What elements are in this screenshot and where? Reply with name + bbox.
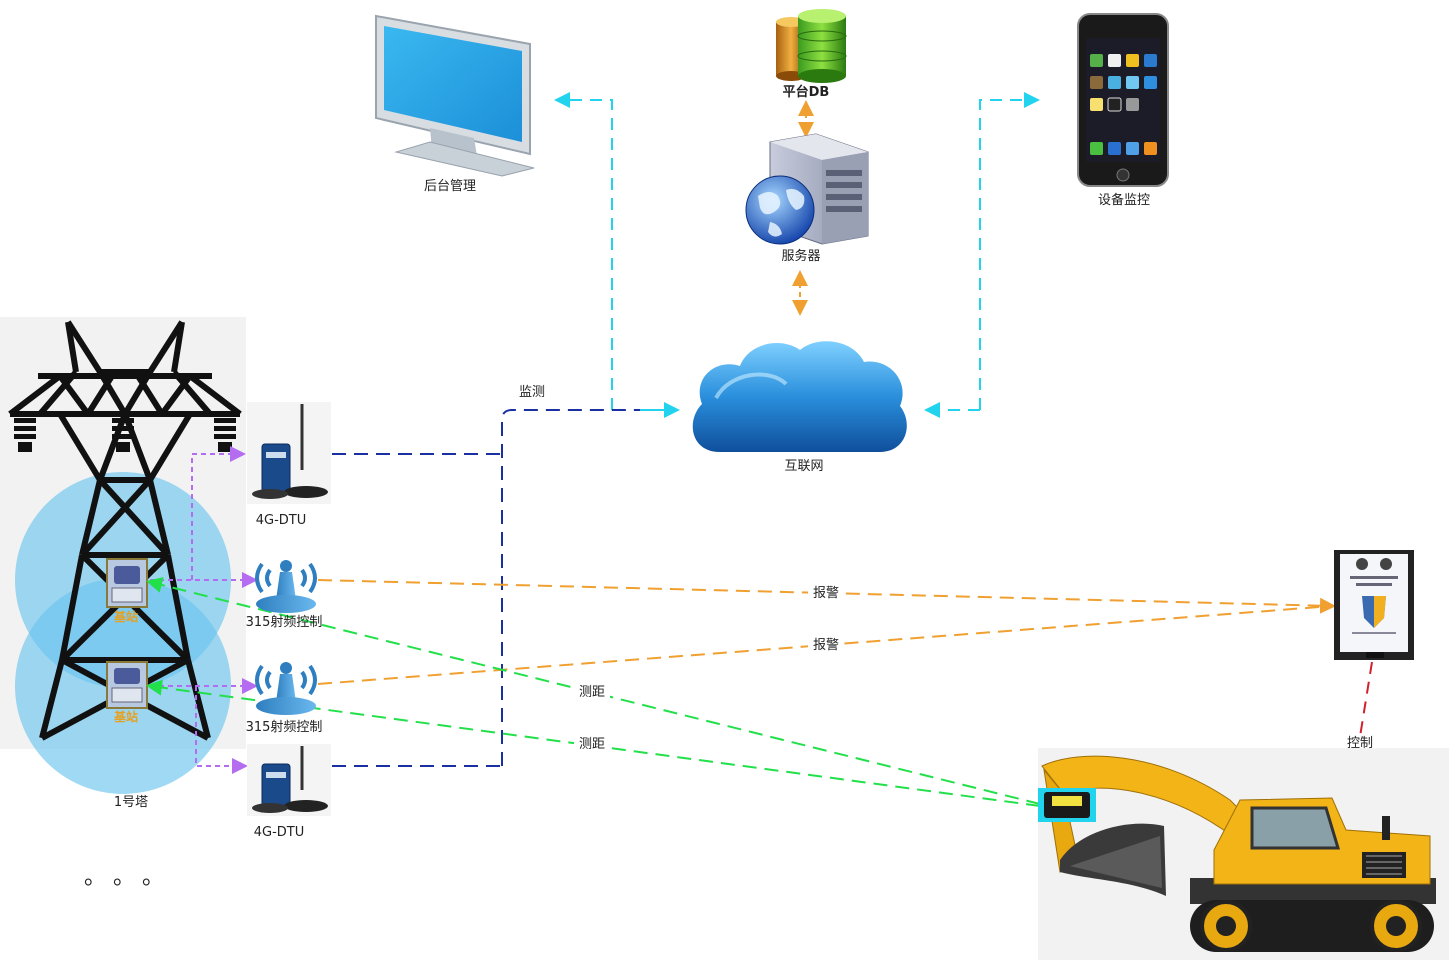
backend-node: 后台管理	[375, 14, 535, 194]
link-bs-dtu-top	[191, 446, 246, 580]
excavator-icon	[1038, 755, 1436, 952]
dtu-bottom-label: 4G-DTU	[254, 825, 305, 840]
edge-label-alarm-top: 报警	[813, 585, 839, 601]
base-station-top-label: 基站	[113, 609, 138, 624]
server-icon	[745, 133, 869, 245]
edge-label-alarm-bottom: 报警	[813, 637, 839, 653]
antenna-tower-icon	[255, 662, 317, 715]
dtu-device-icon	[252, 746, 328, 813]
tower-area: 基站 基站 1号塔 。。。	[0, 317, 246, 890]
dtu-bottom-node: 4G-DTU	[247, 744, 331, 840]
internet-label: 互联网	[784, 459, 823, 474]
rf-top-label: 315射频控制	[246, 614, 323, 630]
device-monitor-label: 设备监控	[1098, 192, 1150, 208]
rf-top-node: 315射频控制	[246, 560, 323, 630]
link-monitor	[332, 409, 676, 767]
dtu-top-label: 4G-DTU	[256, 513, 307, 528]
base-station-bottom: 基站	[106, 661, 148, 724]
rf-bottom-node: 315射频控制	[246, 662, 323, 735]
controller-box-icon	[1334, 550, 1414, 660]
more-indicator: 。。。	[84, 865, 182, 890]
link-bs-dtu-bottom	[195, 686, 248, 774]
device-monitor-node: 设备监控	[1077, 13, 1169, 208]
link-device-monitor	[979, 92, 1040, 410]
alarm-controller-node	[1334, 550, 1414, 660]
server-node: 服务器	[745, 133, 869, 264]
platform-db-label: 平台DB	[783, 84, 830, 100]
insulator-icons	[14, 418, 236, 452]
edge-label-control: 控制	[1347, 736, 1373, 751]
excavator-node	[1038, 748, 1449, 960]
edge-label-monitor: 监测	[519, 385, 545, 400]
edge-label-range-top: 测距	[579, 685, 605, 700]
base-station-bottom-label: 基站	[113, 709, 138, 724]
edge-label-range-bottom: 测距	[579, 737, 605, 752]
antenna-tower-icon	[255, 560, 317, 613]
cloud-icon	[692, 341, 907, 452]
internet-node: 互联网	[692, 341, 907, 474]
desktop-monitor-icon	[375, 14, 535, 177]
link-backend	[554, 92, 613, 410]
server-label: 服务器	[781, 248, 820, 264]
database-icon	[776, 9, 847, 83]
rf-bottom-label: 315射频控制	[246, 719, 323, 735]
base-station-top: 基站	[106, 558, 148, 624]
dtu-top-node: 4G-DTU	[247, 402, 331, 528]
tower-label: 1号塔	[114, 795, 148, 810]
edge-labels: 监测 报警 报警 测距 测距 控制	[519, 385, 1378, 753]
dtu-device-icon	[252, 404, 328, 499]
platform-db-node: 平台DB	[776, 9, 847, 100]
backend-label: 后台管理	[424, 179, 476, 194]
smartphone-icon	[1077, 13, 1169, 187]
